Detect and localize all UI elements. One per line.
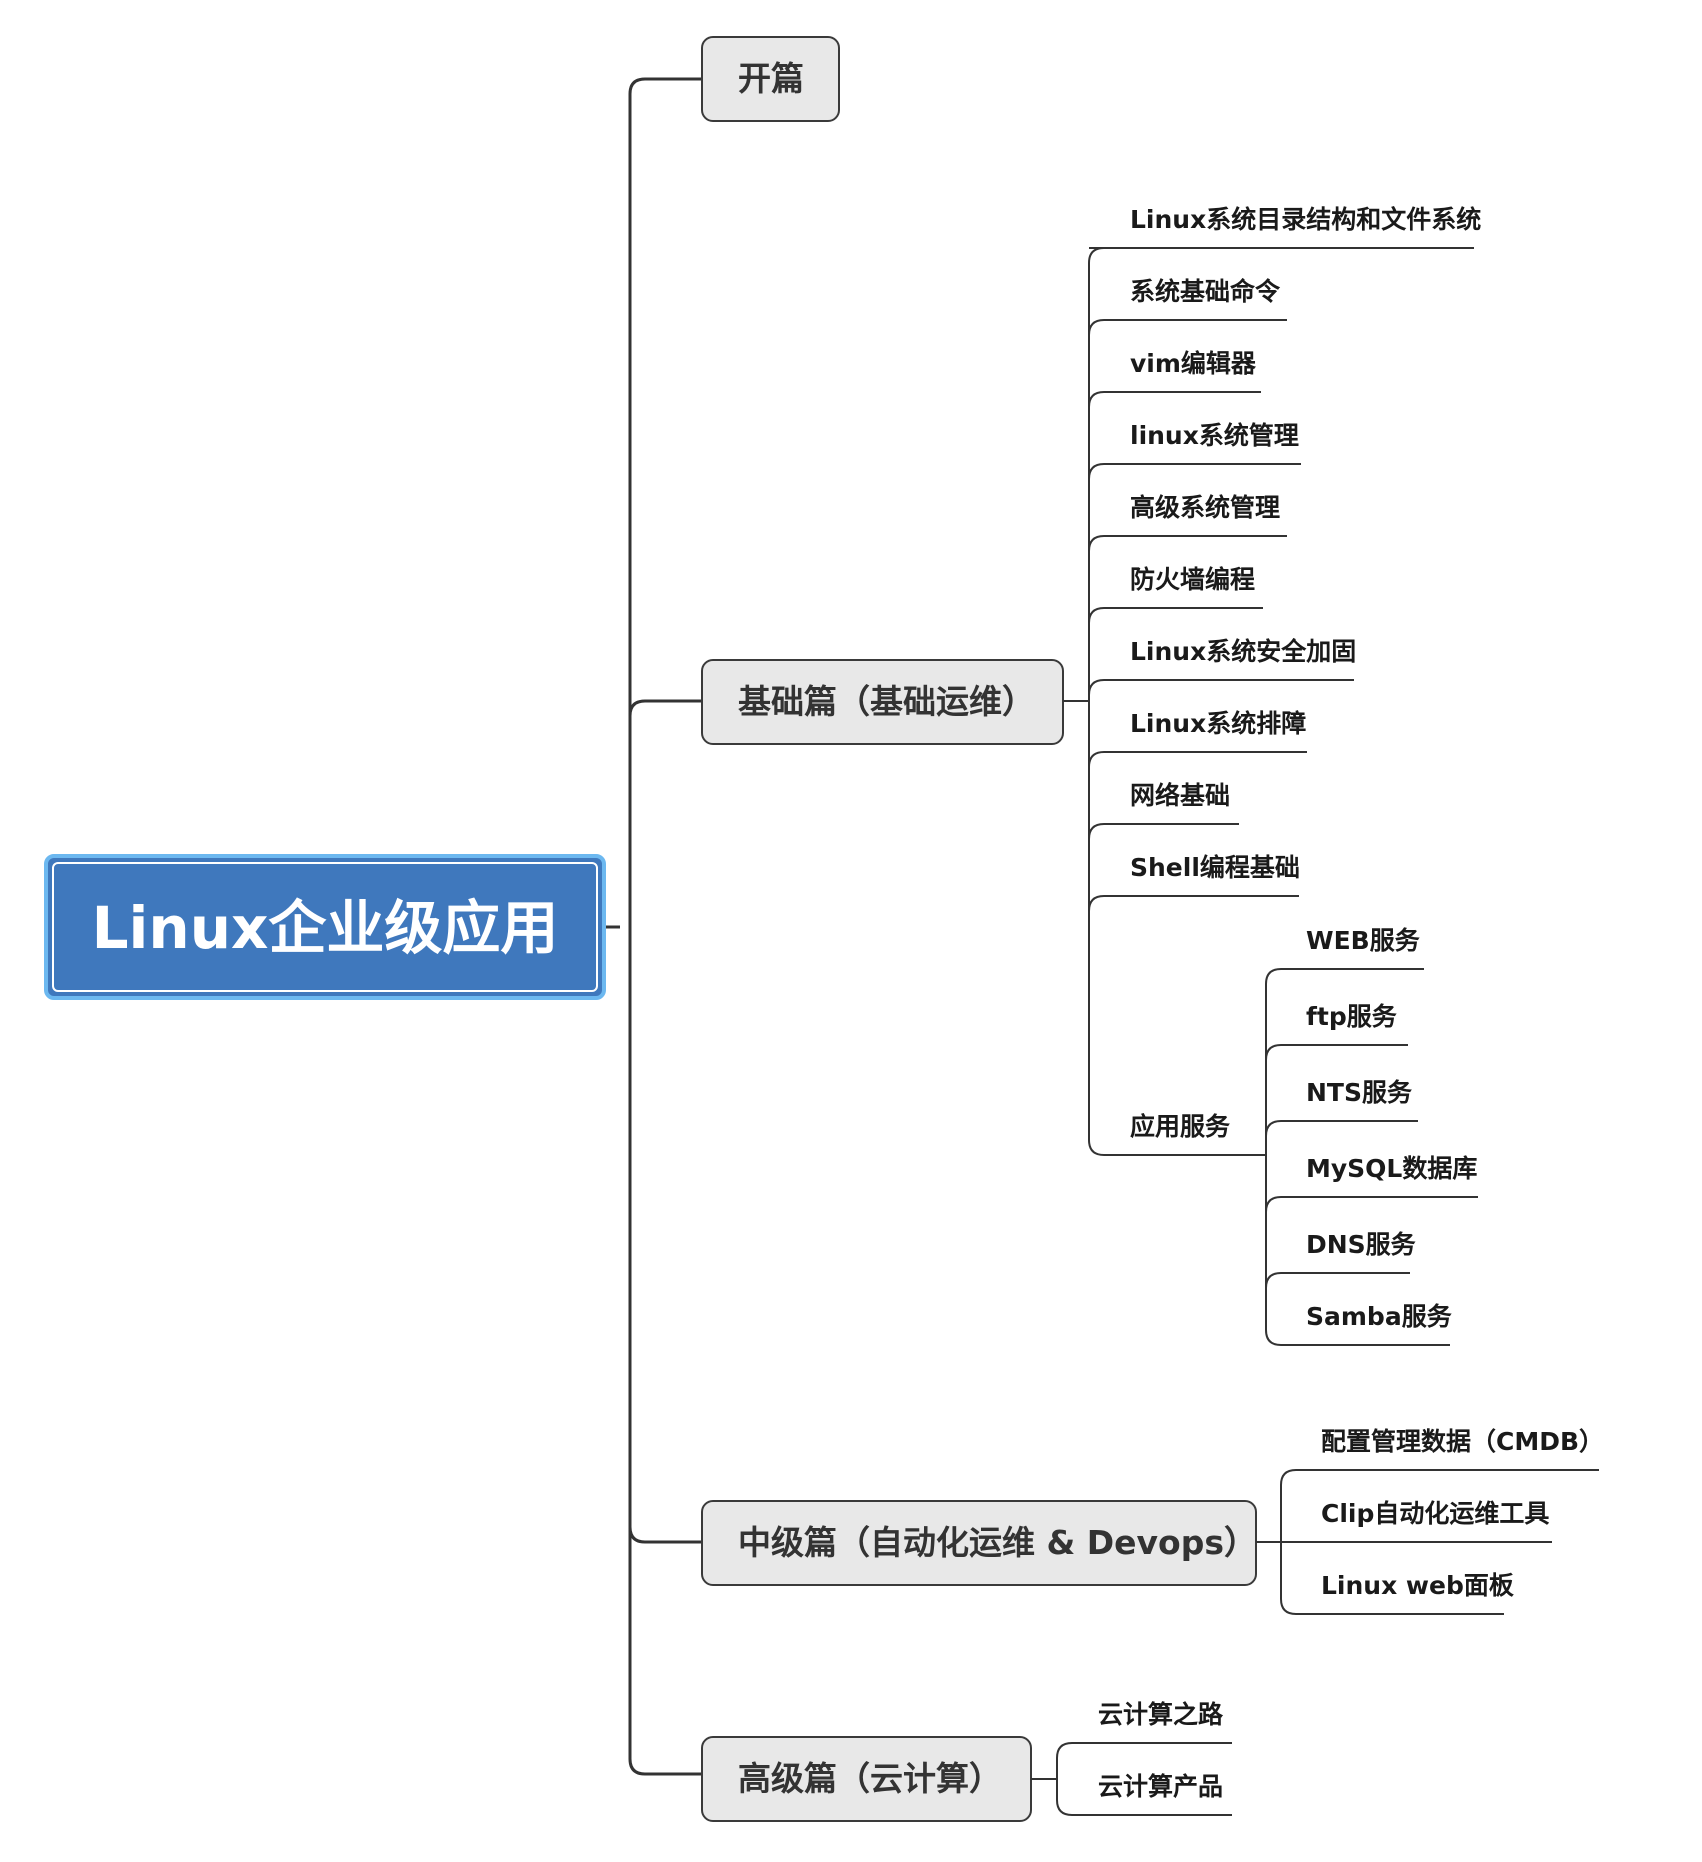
jichu-item-label: Linux系统排障: [1130, 709, 1306, 738]
app-services-connectors: [1265, 968, 1282, 1346]
branch-jichu[interactable]: 基础篇（基础运维）: [701, 659, 1064, 745]
branch-gaoji[interactable]: 高级篇（云计算）: [701, 1736, 1032, 1822]
jichu-item[interactable]: Linux系统目录结构和文件系统: [1089, 205, 1481, 249]
app-service-item[interactable]: Samba服务: [1281, 1302, 1452, 1346]
zhongji-item[interactable]: 配置管理数据（CMDB）: [1296, 1427, 1604, 1471]
app-service-item[interactable]: DNS服务: [1281, 1230, 1416, 1274]
trunk-line: [628, 77, 702, 1776]
branch-zhongji-label: 中级篇（自动化运维 & Devops）: [738, 1523, 1257, 1562]
jichu-item-label: vim编辑器: [1130, 349, 1257, 378]
app-service-item[interactable]: ftp服务: [1281, 1002, 1408, 1046]
jichu-connector: [628, 699, 702, 717]
zhongji-item-label: Linux web面板: [1321, 1571, 1514, 1600]
zhongji-children-connectors: [1256, 1469, 1297, 1615]
jichu-children-connectors: [1063, 247, 1105, 1156]
jichu-item[interactable]: Shell编程基础: [1104, 853, 1300, 897]
jichu-item[interactable]: 防火墙编程: [1104, 565, 1263, 609]
branch-kaipian-label: 开篇: [738, 59, 804, 98]
jichu-item[interactable]: 系统基础命令: [1104, 277, 1287, 321]
jichu-item[interactable]: 网络基础: [1104, 781, 1239, 825]
jichu-item[interactable]: Linux系统排障: [1104, 709, 1307, 753]
jichu-item-label: 系统基础命令: [1130, 277, 1281, 306]
branch-gaoji-label: 高级篇（云计算）: [738, 1759, 1002, 1798]
jichu-item-label: Linux系统目录结构和文件系统: [1130, 205, 1481, 234]
gaoji-items: 云计算之路 云计算产品: [1072, 1700, 1232, 1816]
jichu-item[interactable]: 高级系统管理: [1104, 493, 1287, 537]
app-service-label: NTS服务: [1306, 1078, 1412, 1107]
jichu-item-label: Shell编程基础: [1130, 853, 1300, 882]
zhongji-connector: [628, 1526, 702, 1544]
app-services-node[interactable]: 应用服务: [1104, 1112, 1266, 1156]
main-connectors: [602, 77, 702, 1776]
root-label: Linux企业级应用: [92, 894, 559, 962]
app-service-label: ftp服务: [1306, 1002, 1397, 1031]
zhongji-item-label: 配置管理数据（CMDB）: [1321, 1427, 1604, 1456]
branch-jichu-label: 基础篇（基础运维）: [738, 682, 1035, 721]
jichu-item-label: Linux系统安全加固: [1130, 637, 1356, 666]
app-service-item[interactable]: MySQL数据库: [1281, 1154, 1478, 1198]
jichu-item[interactable]: vim编辑器: [1104, 349, 1261, 393]
gaoji-children-connectors: [1031, 1742, 1073, 1816]
jichu-item-label: 防火墙编程: [1130, 565, 1255, 594]
jichu-item-label: 网络基础: [1130, 781, 1230, 810]
jichu-item[interactable]: Linux系统安全加固: [1104, 637, 1356, 681]
branch-zhongji[interactable]: 中级篇（自动化运维 & Devops）: [701, 1500, 1257, 1586]
app-service-item[interactable]: NTS服务: [1281, 1078, 1418, 1122]
zhongji-item[interactable]: Linux web面板: [1296, 1571, 1514, 1615]
app-service-item[interactable]: WEB服务: [1281, 926, 1424, 970]
gaoji-item[interactable]: 云计算之路: [1072, 1700, 1232, 1744]
app-service-label: Samba服务: [1306, 1302, 1452, 1331]
gaoji-item-label: 云计算之路: [1098, 1700, 1224, 1729]
zhongji-items: 配置管理数据（CMDB） Clip自动化运维工具 Linux web面板: [1281, 1427, 1604, 1615]
app-services-label: 应用服务: [1130, 1112, 1230, 1141]
app-services-items: WEB服务 ftp服务 NTS服务 MySQL数据库 DNS服务 Samba服务: [1281, 926, 1478, 1346]
app-service-label: WEB服务: [1306, 926, 1420, 955]
jichu-item[interactable]: linux系统管理: [1104, 421, 1301, 465]
gaoji-item-label: 云计算产品: [1098, 1772, 1223, 1801]
app-service-label: DNS服务: [1306, 1230, 1416, 1259]
jichu-item-label: 高级系统管理: [1130, 493, 1280, 522]
gaoji-item[interactable]: 云计算产品: [1072, 1772, 1232, 1816]
root-node[interactable]: Linux企业级应用: [44, 854, 606, 1000]
jichu-items: Linux系统目录结构和文件系统 系统基础命令 vim编辑器 linux系统管理…: [1089, 205, 1481, 897]
app-service-label: MySQL数据库: [1306, 1154, 1477, 1183]
jichu-item-label: linux系统管理: [1130, 421, 1299, 450]
zhongji-item-label: Clip自动化运维工具: [1321, 1499, 1549, 1528]
branch-kaipian[interactable]: 开篇: [701, 36, 840, 122]
zhongji-item[interactable]: Clip自动化运维工具: [1281, 1499, 1552, 1543]
